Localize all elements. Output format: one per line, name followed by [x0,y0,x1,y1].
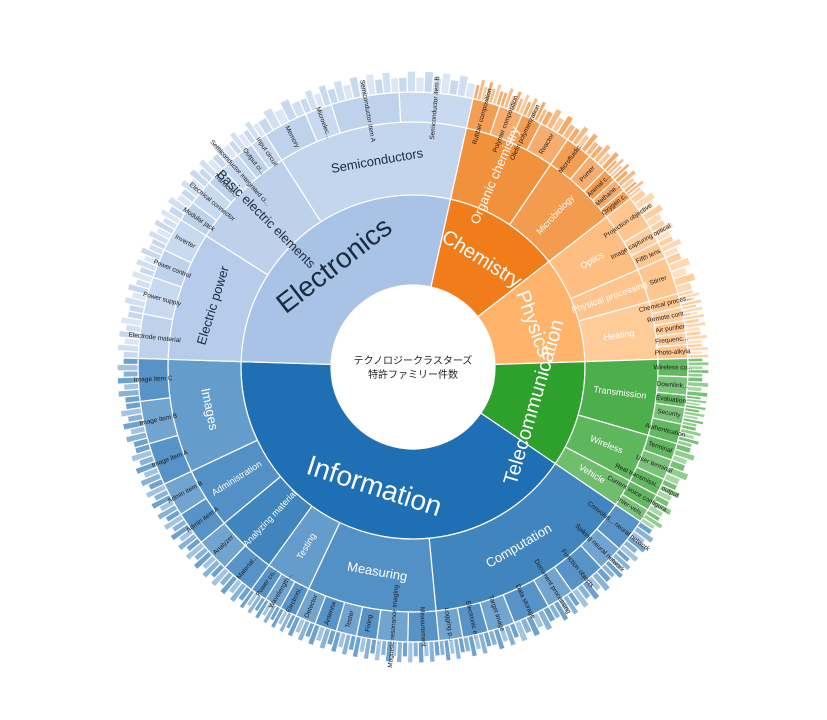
sector-label-wireless-co: Wireless co... [653,364,692,371]
sector-label-logging-p: Logging p... [443,607,455,642]
sector-label-security: Security [657,408,682,419]
sector-label-heating: Heating [603,328,635,343]
sector-label-frequenc: Frequenc... [655,335,689,345]
arcs-layer [116,70,710,664]
leaf-semiconductor-item-b-1[interactable] [406,70,417,93]
leaf-semiconductor-item-a-7[interactable] [380,71,393,95]
leaf-semiconductor-item-b-2[interactable] [415,76,426,93]
leaf-measurement-4[interactable] [412,641,420,658]
sector-label-image-item-c: Image item C [134,375,173,384]
sector-label-measurement: Measurement [418,607,427,647]
sector-label-evaluation: Evaluation [655,394,686,405]
sector-label-downlink: Downlink... [656,381,688,390]
center-label-line-2: 特許ファミリー件数 [368,368,458,381]
center-label-group: テクノロジークラスターズ 特許ファミリー件数 [354,354,473,381]
leaf-semiconductor-item-a-8[interactable] [389,76,400,94]
sector-label-air-purifier: Air purifier [655,323,686,334]
leaf-semiconductor-item-b-0[interactable] [397,76,409,93]
leaf-semiconductor-item-b-8[interactable] [464,81,477,100]
sector-label-photo-alkyla: Photo-alkyla [655,348,691,357]
leaf-image-item-c-5[interactable] [116,363,139,372]
center-label-line-1: テクノロジークラスターズ [354,354,473,367]
sector-label-tester: Tester [345,609,356,629]
sector-label-fixing: Fixing [364,614,374,633]
